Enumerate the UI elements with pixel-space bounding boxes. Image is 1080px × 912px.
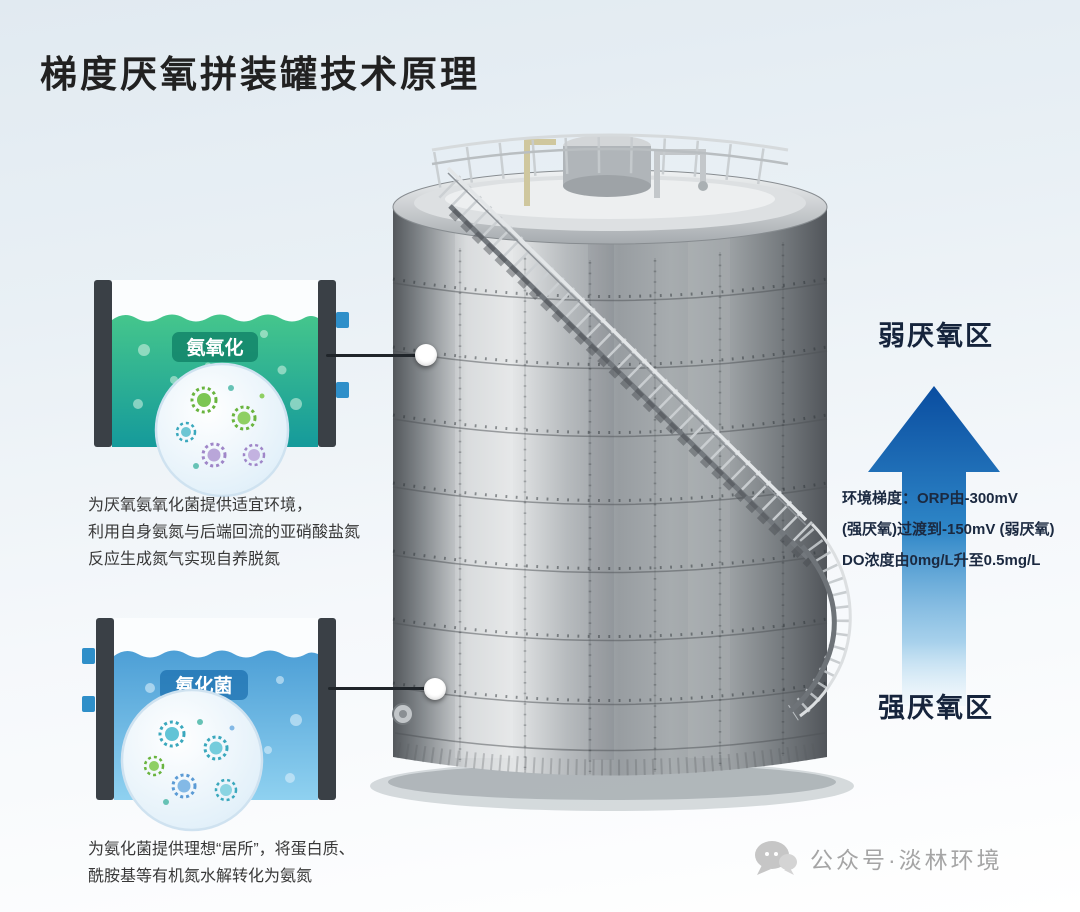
desc-line: 为厌氧氨氧化菌提供适宜环境， bbox=[88, 497, 313, 514]
gradient-up-arrow-icon bbox=[868, 386, 1000, 706]
microbes bbox=[143, 719, 238, 805]
connector-dot-top bbox=[415, 344, 437, 366]
tank-lid bbox=[392, 135, 828, 245]
connector-dot-bottom bbox=[424, 678, 446, 700]
drain-valve bbox=[392, 703, 414, 725]
microbe-magnifier bbox=[154, 362, 290, 498]
gradient-note-line: 环境梯度：ORP由-300mV bbox=[842, 490, 1018, 507]
ammonia-oxidation-description: 为厌氧氨氧化菌提供适宜环境， 利用自身氨氮与后端回流的亚硝酸盐氮 反应生成氮气实… bbox=[88, 492, 398, 573]
nozzle-icon bbox=[336, 312, 349, 328]
inset-label: 氨氧化 bbox=[186, 336, 243, 359]
connector-line-top bbox=[326, 354, 426, 357]
desc-line: 利用自身氨氮与后端回流的亚硝酸盐氮 bbox=[88, 524, 361, 541]
desc-line: 反应生成氮气实现自养脱氮 bbox=[88, 551, 281, 568]
microbe-magnifier bbox=[120, 688, 264, 832]
label-pill bbox=[172, 332, 258, 362]
ammonification-description: 为氨化菌提供理想“居所”，将蛋白质、 酰胺基等有机氮水解转化为氨氮 bbox=[88, 836, 408, 890]
tank-wall-left bbox=[96, 618, 114, 800]
nozzle-icon bbox=[82, 696, 95, 712]
desc-line: 酰胺基等有机氮水解转化为氨氮 bbox=[88, 868, 313, 885]
tank-roof-railing bbox=[431, 133, 789, 188]
tank-wall-left bbox=[94, 280, 112, 447]
ammonification-inset: 氨化菌 bbox=[82, 618, 336, 832]
page-title: 梯度厌氧拼装罐技术原理 bbox=[40, 54, 480, 95]
tank-wall-right bbox=[318, 280, 336, 447]
watermark-text: 公众号·淡林环境 bbox=[810, 847, 1003, 873]
strong-anaerobic-zone-label: 强厌氧区 bbox=[878, 693, 994, 723]
gradient-note-line: (强厌氧)过渡到-150mV (弱厌氧) bbox=[842, 521, 1055, 538]
weak-anaerobic-zone-label: 弱厌氧区 bbox=[878, 321, 994, 351]
tank-wall-right bbox=[318, 618, 336, 800]
desc-line: 为氨化菌提供理想“居所”，将蛋白质、 bbox=[88, 841, 355, 858]
bubbles bbox=[145, 676, 302, 783]
gradient-note-line: DO浓度由0mg/L升至0.5mg/L bbox=[842, 552, 1041, 569]
publisher-watermark: 公众号·淡林环境 bbox=[750, 838, 1003, 878]
environment-gradient-note: 环境梯度：ORP由-300mV (强厌氧)过渡到-150mV (弱厌氧) DO浓… bbox=[842, 483, 1055, 576]
microbes bbox=[175, 385, 266, 469]
speech-bubbles-logo-icon bbox=[755, 841, 797, 875]
tank-shadow bbox=[370, 761, 854, 811]
ammonia-oxidation-inset: 氨氧化 bbox=[94, 280, 349, 498]
spiral-staircase bbox=[438, 166, 852, 721]
nozzle-icon bbox=[82, 648, 95, 664]
nozzle-icon bbox=[336, 382, 349, 398]
connector-line-bottom bbox=[328, 687, 436, 690]
